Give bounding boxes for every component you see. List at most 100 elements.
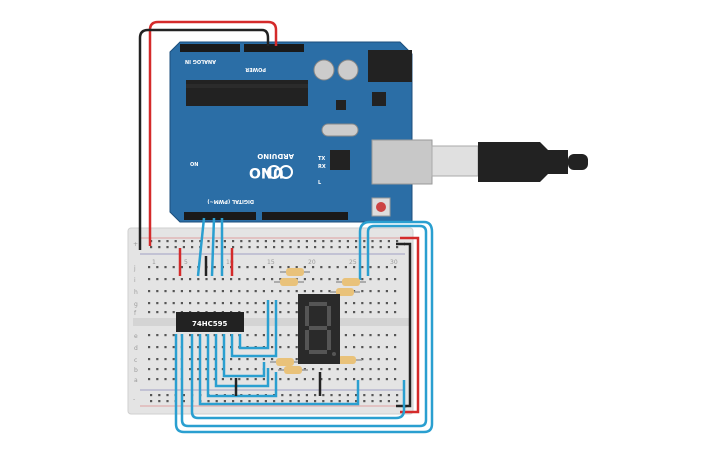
power-jack xyxy=(368,50,412,82)
breadboard-hole xyxy=(385,368,388,371)
breadboard-hole xyxy=(279,378,282,381)
breadboard-hole xyxy=(279,311,282,314)
breadboard-hole xyxy=(164,302,167,305)
breadboard-hole xyxy=(205,278,208,281)
breadboard-hole xyxy=(189,290,192,293)
breadboard-hole xyxy=(379,400,382,403)
breadboard-hole xyxy=(230,368,233,371)
breadboard-hole xyxy=(197,378,200,381)
breadboard-hole xyxy=(377,358,380,361)
column-number: 10 xyxy=(226,259,234,266)
breadboard-hole xyxy=(240,240,243,243)
crystal xyxy=(321,123,359,137)
breadboard-hole xyxy=(205,334,208,337)
breadboard-hole xyxy=(199,240,202,243)
breadboard-hole xyxy=(361,368,364,371)
shift-register-ic[interactable]: 74HC595 xyxy=(176,312,244,332)
breadboard-hole xyxy=(330,400,333,403)
breadboard-hole xyxy=(314,400,317,403)
column-number: 15 xyxy=(267,259,275,266)
breadboard-hole xyxy=(344,311,347,314)
breadboard-hole xyxy=(172,290,175,293)
breadboard-hole xyxy=(303,290,306,293)
breadboard-hole xyxy=(338,400,341,403)
breadboard-hole xyxy=(213,290,216,293)
seven-segment-display[interactable] xyxy=(298,294,340,364)
row-letter: h xyxy=(134,289,138,296)
arduino-uno-board[interactable]: UNO ARDUINO DIGITAL (PWM~) ANALOG IN POW… xyxy=(169,41,433,223)
l-label: L xyxy=(318,180,322,186)
breadboard-hole xyxy=(197,368,200,371)
breadboard-hole xyxy=(148,346,151,349)
breadboard-hole xyxy=(353,368,356,371)
breadboard-hole xyxy=(156,302,159,305)
breadboard-hole xyxy=(330,394,333,397)
breadboard-hole xyxy=(320,378,323,381)
breadboard-hole xyxy=(385,278,388,281)
breadboard-hole xyxy=(262,302,265,305)
breadboard-hole xyxy=(281,240,284,243)
breadboard-hole xyxy=(322,394,325,397)
row-letter: i xyxy=(134,277,136,284)
breadboard-hole xyxy=(369,266,372,269)
breadboard-hole xyxy=(328,278,331,281)
breadboard-hole xyxy=(262,358,265,361)
breadboard-hole xyxy=(363,240,366,243)
breadboard-hole xyxy=(213,378,216,381)
row-letter: a xyxy=(134,377,138,384)
breadboard-hole xyxy=(197,302,200,305)
breadboard-hole xyxy=(197,346,200,349)
breadboard-hole xyxy=(158,400,161,403)
breadboard-hole xyxy=(166,246,169,249)
breadboard-hole xyxy=(355,394,358,397)
column-number: 30 xyxy=(390,259,398,266)
breadboard-hole xyxy=(189,302,192,305)
breadboard-hole xyxy=(189,278,192,281)
breadboard-hole xyxy=(279,290,282,293)
breadboard-hole xyxy=(377,368,380,371)
breadboard-hole xyxy=(279,334,282,337)
breadboard[interactable]: + - + + j i h g f e d c b a 1 5 10 15 20… xyxy=(127,227,414,415)
breadboard-hole xyxy=(238,368,241,371)
breadboard-hole xyxy=(295,311,298,314)
breadboard-hole xyxy=(273,240,276,243)
breadboard-hole xyxy=(271,290,274,293)
breadboard-hole xyxy=(189,368,192,371)
breadboard-hole xyxy=(394,266,397,269)
breadboard-hole xyxy=(166,240,169,243)
breadboard-hole xyxy=(182,246,185,249)
breadboard-hole xyxy=(312,290,315,293)
column-number: 25 xyxy=(349,259,357,266)
breadboard-hole xyxy=(279,266,282,269)
breadboard-hole xyxy=(353,290,356,293)
breadboard-hole xyxy=(279,368,282,371)
breadboard-hole xyxy=(148,378,151,381)
breadboard-hole xyxy=(256,246,259,249)
breadboard-hole xyxy=(295,358,298,361)
breadboard-hole xyxy=(353,346,356,349)
breadboard-hole xyxy=(172,358,175,361)
breadboard-hole xyxy=(262,378,265,381)
breadboard-hole xyxy=(369,378,372,381)
breadboard-hole xyxy=(369,346,372,349)
breadboard-hole xyxy=(197,334,200,337)
breadboard-hole xyxy=(377,334,380,337)
breadboard-hole xyxy=(322,246,325,249)
breadboard-hole xyxy=(289,394,292,397)
breadboard-hole xyxy=(287,290,290,293)
breadboard-hole xyxy=(387,246,390,249)
breadboard-hole xyxy=(387,400,390,403)
breadboard-hole xyxy=(314,246,317,249)
reset-button-cap[interactable] xyxy=(376,202,386,212)
breadboard-hole xyxy=(150,394,153,397)
breadboard-hole xyxy=(156,368,159,371)
segment-digit xyxy=(305,302,336,356)
usb-plug-icon xyxy=(431,142,588,182)
breadboard-hole xyxy=(248,246,251,249)
rx-label: RX xyxy=(318,164,326,170)
breadboard-hole xyxy=(394,311,397,314)
breadboard-hole xyxy=(207,246,210,249)
breadboard-hole xyxy=(287,346,290,349)
resistor xyxy=(336,278,366,286)
